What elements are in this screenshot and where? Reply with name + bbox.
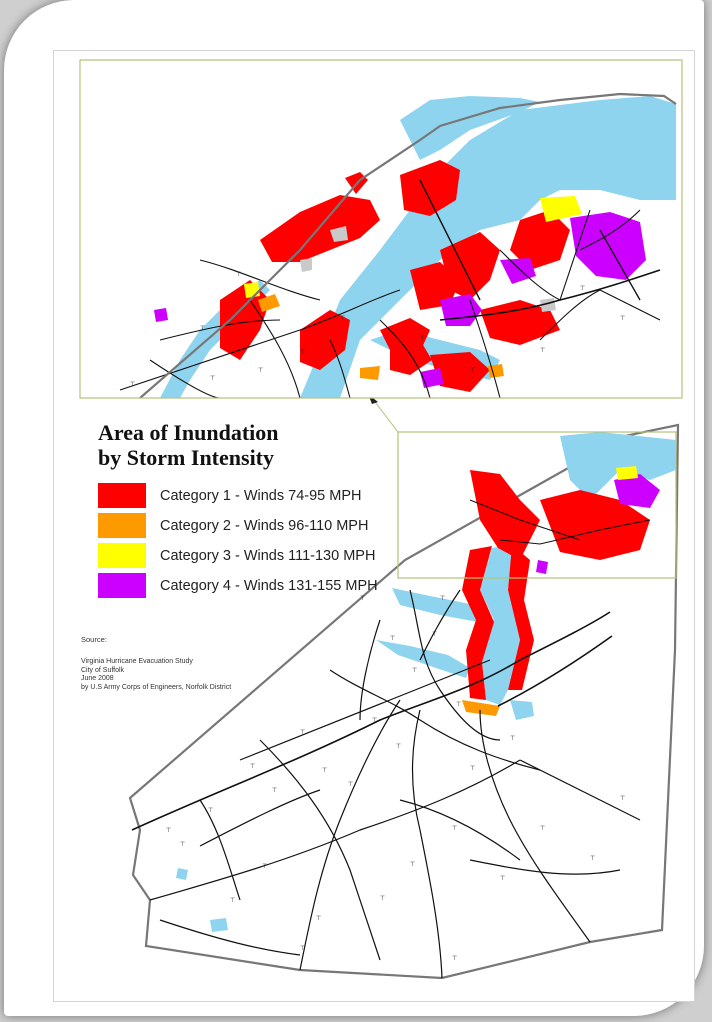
svg-text:⊤: ⊤ [372, 717, 377, 724]
svg-text:⊤: ⊤ [390, 635, 395, 642]
svg-text:⊤: ⊤ [452, 955, 457, 962]
svg-text:⊤: ⊤ [540, 825, 545, 832]
main-road-network [131, 589, 641, 979]
river-tributary-west [392, 588, 480, 622]
legend-item-category-2: Category 2 - Winds 96-110 MPH [98, 511, 398, 540]
svg-text:⊤: ⊤ [130, 381, 135, 388]
svg-text:⊤: ⊤ [208, 807, 213, 814]
inset-connector [371, 397, 676, 433]
svg-text:⊤: ⊤ [620, 315, 625, 322]
legend-title: Area of Inundation by Storm Intensity [98, 420, 398, 470]
legend-label-category-3: Category 3 - Winds 111-130 MPH [160, 547, 376, 564]
north-water [400, 96, 540, 160]
legend-swatch-category-3 [98, 543, 146, 568]
river-tributary-mid [376, 640, 470, 678]
flood-cat1-river-east [508, 545, 534, 690]
svg-text:⊤: ⊤ [316, 915, 321, 922]
lake-east [510, 700, 534, 720]
zoom-route-markers: ⊤ ⊤ ⊤ ⊤ ⊤ ⊤ ⊤ ⊤ ⊤ ⊤ ⊤ ⊤ [130, 271, 625, 388]
flood-cat1-river-west [462, 546, 494, 700]
source-line: City of Suffolk [81, 666, 125, 674]
svg-text:⊤: ⊤ [456, 701, 461, 708]
svg-text:⊤: ⊤ [360, 595, 365, 602]
legend-label-category-1: Category 1 - Winds 74-95 MPH [160, 487, 362, 504]
svg-text:⊤: ⊤ [580, 285, 585, 292]
svg-text:⊤: ⊤ [340, 315, 345, 322]
legend-swatch-category-4 [98, 573, 146, 598]
legend-label-category-2: Category 2 - Winds 96-110 MPH [160, 517, 369, 534]
legend-item-category-1: Category 1 - Winds 74-95 MPH [98, 481, 398, 510]
svg-text:⊤: ⊤ [210, 375, 215, 382]
legend-items: Category 1 - Winds 74-95 MPH Category 2 … [98, 481, 398, 600]
svg-text:⊤: ⊤ [236, 271, 241, 278]
svg-text:⊤: ⊤ [432, 631, 437, 638]
map-legend: Area of Inundation by Storm Intensity Ca… [98, 420, 398, 600]
cat4-zones [154, 212, 646, 388]
svg-text:⊤: ⊤ [380, 895, 385, 902]
legend-title-line-2: by Storm Intensity [98, 445, 275, 470]
zoom-map-frame [79, 59, 683, 399]
source-line: June 2008 [81, 675, 114, 682]
source-note: Source: Virginia Hurricane Evacuation St… [81, 635, 341, 692]
svg-text:⊤: ⊤ [262, 863, 267, 870]
zoomed-inset-map: ⊤ ⊤ ⊤ ⊤ ⊤ ⊤ ⊤ ⊤ ⊤ ⊤ ⊤ ⊤ [79, 59, 683, 399]
svg-text:⊤: ⊤ [590, 855, 595, 862]
svg-text:⊤: ⊤ [540, 347, 545, 354]
route-markers: ⊤ ⊤ ⊤ ⊤ ⊤ ⊤ ⊤ ⊤ ⊤ ⊤ ⊤ ⊤ ⊤ ⊤ ⊤ ⊤ ⊤ ⊤ ⊤ ⊤ ⊤ ⊤ ⊤ ⊤ ⊤ ⊤ ⊤ ⊤ ⊤ ⊤ [166, 595, 625, 962]
flood-cat4-spots [536, 560, 548, 574]
legend-swatch-category-1 [98, 483, 146, 508]
legend-item-category-4: Category 4 - Winds 131-155 MPH [98, 571, 398, 600]
svg-text:⊤: ⊤ [470, 367, 475, 374]
svg-text:⊤: ⊤ [300, 349, 305, 356]
main-inundation-zones [462, 545, 548, 716]
source-lines: Virginia Hurricane Evacuation Study City… [81, 658, 341, 692]
legend-title-line-1: Area of Inundation [98, 420, 279, 445]
svg-text:⊤: ⊤ [440, 595, 445, 602]
bay-water [300, 96, 676, 398]
source-line: by U.S Army Corps of Engineers, Norfolk … [81, 683, 232, 691]
legend-item-category-3: Category 3 - Winds 111-130 MPH [98, 541, 398, 570]
svg-text:⊤: ⊤ [396, 743, 401, 750]
svg-text:⊤: ⊤ [470, 765, 475, 772]
zoom-county-boundary [139, 92, 677, 399]
svg-text:⊤: ⊤ [620, 795, 625, 802]
svg-text:⊤: ⊤ [420, 335, 425, 342]
svg-text:⊤: ⊤ [500, 875, 505, 882]
svg-text:⊤: ⊤ [272, 787, 277, 794]
pond-south [210, 918, 228, 932]
inset-locator-detail [469, 432, 676, 560]
svg-text:⊤: ⊤ [300, 945, 305, 952]
pond-west [176, 868, 188, 880]
svg-text:⊤: ⊤ [348, 781, 353, 788]
main-county-map: ⊤ ⊤ ⊤ ⊤ ⊤ ⊤ ⊤ ⊤ ⊤ ⊤ ⊤ ⊤ ⊤ ⊤ ⊤ ⊤ ⊤ ⊤ ⊤ ⊤ ⊤ ⊤ ⊤ ⊤ ⊤ ⊤ ⊤ ⊤ ⊤ ⊤ [128, 423, 680, 980]
svg-text:⊤: ⊤ [412, 667, 417, 674]
svg-text:⊤: ⊤ [250, 763, 255, 770]
legend-swatch-category-2 [98, 513, 146, 538]
cat2-zones [258, 294, 504, 380]
svg-text:⊤: ⊤ [300, 729, 305, 736]
svg-text:⊤: ⊤ [180, 841, 185, 848]
svg-text:⊤: ⊤ [410, 861, 415, 868]
svg-text:⊤: ⊤ [258, 367, 263, 374]
svg-text:⊤: ⊤ [166, 827, 171, 834]
svg-text:⊤: ⊤ [452, 825, 457, 832]
source-label: Source: [81, 635, 107, 644]
flood-cat2-edge [462, 700, 500, 716]
svg-text:⊤: ⊤ [510, 735, 515, 742]
source-line: Virginia Hurricane Evacuation Study [81, 658, 193, 665]
legend-label-category-4: Category 4 - Winds 131-155 MPH [160, 577, 378, 594]
svg-text:⊤: ⊤ [230, 897, 235, 904]
svg-text:⊤: ⊤ [200, 325, 205, 332]
svg-text:⊤: ⊤ [322, 767, 327, 774]
